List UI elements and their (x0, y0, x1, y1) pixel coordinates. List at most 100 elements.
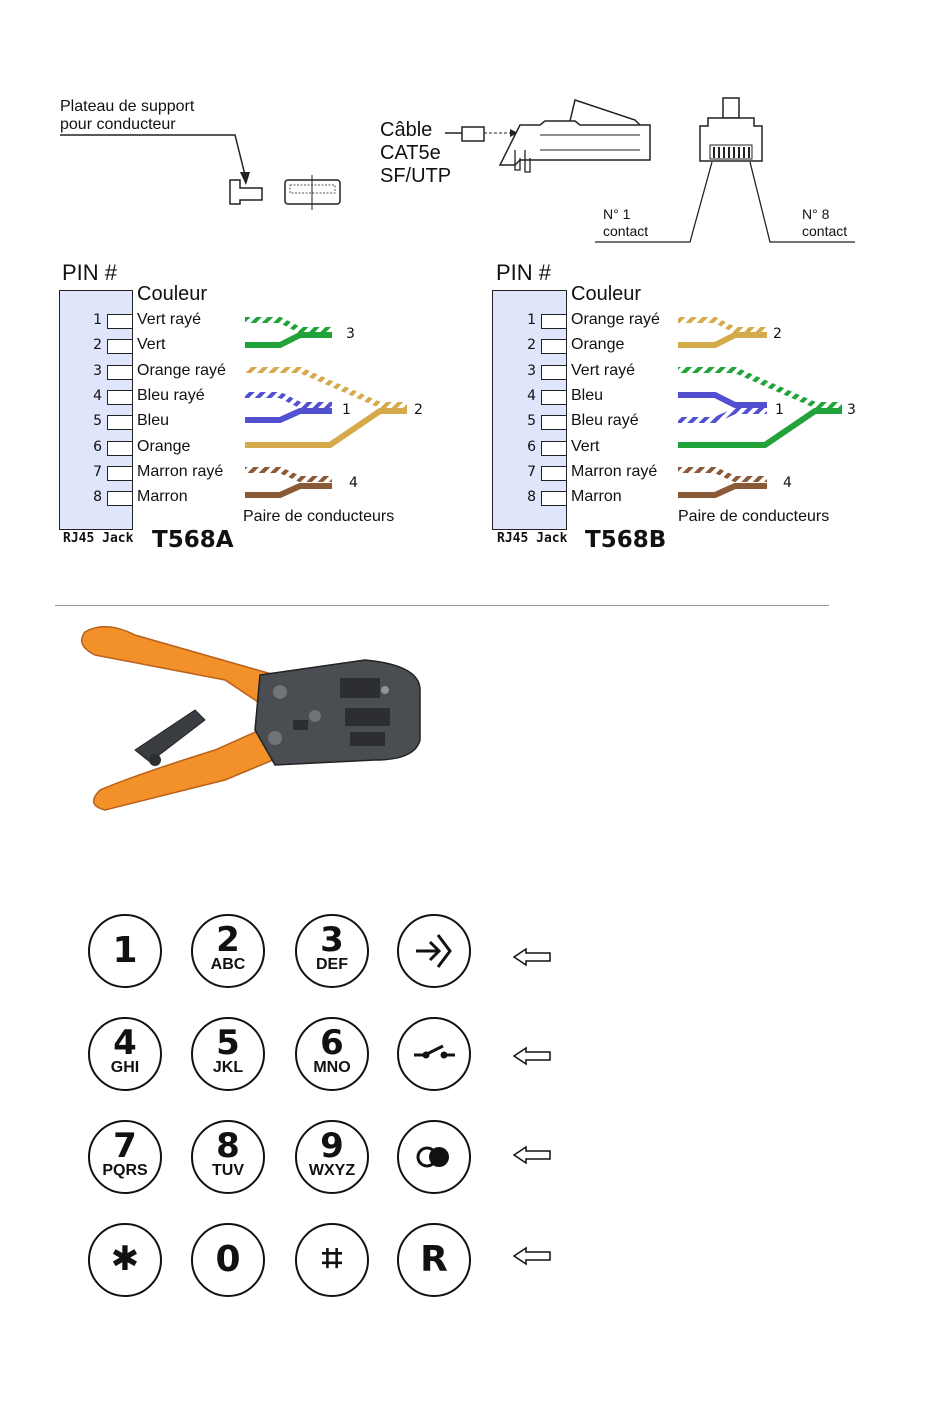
pin-color-label: Orange (571, 336, 625, 353)
key-main: 8 (216, 1126, 240, 1166)
key-main: 7 (113, 1126, 137, 1166)
pin-color-label: Bleu rayé (137, 387, 205, 404)
key-main: ✱ (110, 1239, 140, 1279)
rj45-jack-front-view (595, 97, 855, 243)
pin-color-label: Bleu (571, 387, 604, 404)
pin-number: 7 (93, 464, 102, 480)
pin-slot (107, 365, 133, 380)
pin-color-label: Orange (137, 438, 191, 455)
pin-number: 5 (93, 413, 102, 429)
t568b-jack-label: RJ45 Jack (497, 531, 568, 546)
key-main: 4 (113, 1023, 137, 1063)
pin-number: 5 (527, 413, 536, 429)
key-main: ⌗ (321, 1238, 343, 1279)
pin-number: 2 (93, 337, 102, 353)
pin-slot (541, 441, 567, 456)
t568b-pair-4-label: 4 (783, 475, 792, 491)
key-star[interactable]: ✱ (88, 1223, 162, 1297)
key-transfer[interactable] (397, 914, 471, 988)
key-main: 1 (112, 930, 138, 971)
tray-diagram (60, 134, 341, 210)
t568b-pair-2-label: 2 (773, 326, 782, 342)
pin-slot (107, 415, 133, 430)
key-letters: PQRS (102, 1162, 148, 1179)
key-9[interactable]: 9 WXYZ (295, 1120, 369, 1194)
key-main: 6 (320, 1023, 344, 1063)
key-main: 2 (216, 920, 240, 960)
key-7[interactable]: 7 PQRS (88, 1120, 162, 1194)
key-main: 0 (215, 1239, 241, 1280)
t568b-jack-body (492, 290, 567, 530)
key-conference[interactable] (397, 1120, 471, 1194)
key-main: R (420, 1239, 448, 1280)
key-0[interactable]: 0 (191, 1223, 265, 1297)
pin-color-label: Bleu rayé (571, 412, 639, 429)
pin-number: 4 (93, 388, 102, 404)
key-hook-switch[interactable] (397, 1017, 471, 1091)
pin-color-label: Orange rayé (571, 311, 660, 328)
pin-slot (541, 466, 567, 481)
key-main: 9 (320, 1126, 344, 1166)
key-letters: DEF (316, 956, 348, 973)
arrow-left-icon (512, 1145, 551, 1165)
contact1-label-line2: contact (603, 223, 649, 239)
key-hash[interactable]: ⌗ (295, 1223, 369, 1297)
pin-number: 6 (93, 439, 102, 455)
key-letters: TUV (212, 1162, 244, 1179)
pin-slot (541, 365, 567, 380)
tray-label-line2: pour conducteur (60, 116, 176, 133)
crimping-tool-image (80, 626, 421, 811)
pin-color-label: Vert (571, 438, 600, 455)
key-4[interactable]: 4 GHI (88, 1017, 162, 1091)
pin-number: 1 (93, 312, 102, 328)
arrow-left-icon (512, 1246, 551, 1266)
key-2[interactable]: 2 ABC (191, 914, 265, 988)
conference-icon (416, 1146, 449, 1168)
t568a-pair-2-label: 2 (414, 402, 423, 418)
t568a-pin-header: PIN # (62, 260, 118, 285)
pin-number: 8 (93, 489, 102, 505)
cable-label-line1: Câble (380, 119, 433, 141)
pin-color-label: Vert (137, 336, 166, 353)
t568a-jack-label: RJ45 Jack (63, 531, 134, 546)
contact1-label-line1: N° 1 (603, 206, 631, 222)
cable-label-line3: SF/UTP (380, 165, 452, 187)
pin-number: 3 (93, 363, 102, 379)
key-6[interactable]: 6 MNO (295, 1017, 369, 1091)
t568a-pair-3-label: 3 (346, 326, 355, 342)
t568a-pair-1-label: 1 (342, 402, 351, 418)
pin-slot (541, 415, 567, 430)
pin-number: 4 (527, 388, 536, 404)
key-3[interactable]: 3 DEF (295, 914, 369, 988)
tray-label-line1: Plateau de support (60, 98, 195, 115)
t568b-pair-3-label: 3 (847, 402, 856, 418)
key-letters: GHI (110, 1059, 140, 1076)
pin-number: 6 (527, 439, 536, 455)
pin-number: 1 (527, 312, 536, 328)
pin-color-label: Orange rayé (137, 362, 226, 379)
pin-slot (107, 314, 133, 329)
t568b-color-header: Couleur (571, 283, 642, 305)
t568a-title: T568A (152, 527, 234, 553)
pin-slot (541, 339, 567, 354)
transfer-icon (416, 934, 452, 968)
pin-slot (107, 339, 133, 354)
section-divider (55, 605, 829, 606)
key-recall[interactable]: R (397, 1223, 471, 1297)
key-letters: JKL (212, 1059, 244, 1076)
pin-number: 3 (527, 363, 536, 379)
key-1[interactable]: 1 (88, 914, 162, 988)
t568a-pairs-caption: Paire de conducteurs (243, 508, 395, 525)
pin-color-label: Vert rayé (571, 362, 636, 379)
cable-label-line2: CAT5e (380, 142, 441, 164)
pin-number: 2 (527, 337, 536, 353)
key-main: 3 (320, 920, 344, 960)
key-8[interactable]: 8 TUV (191, 1120, 265, 1194)
arrow-left-icon (512, 947, 551, 967)
key-main: 5 (216, 1023, 240, 1063)
pin-number: 7 (527, 464, 536, 480)
t568a-pair-4-label: 4 (349, 475, 358, 491)
t568b-pair-1-label: 1 (775, 402, 784, 418)
key-5[interactable]: 5 JKL (191, 1017, 265, 1091)
contact8-label-line1: N° 8 (802, 206, 830, 222)
